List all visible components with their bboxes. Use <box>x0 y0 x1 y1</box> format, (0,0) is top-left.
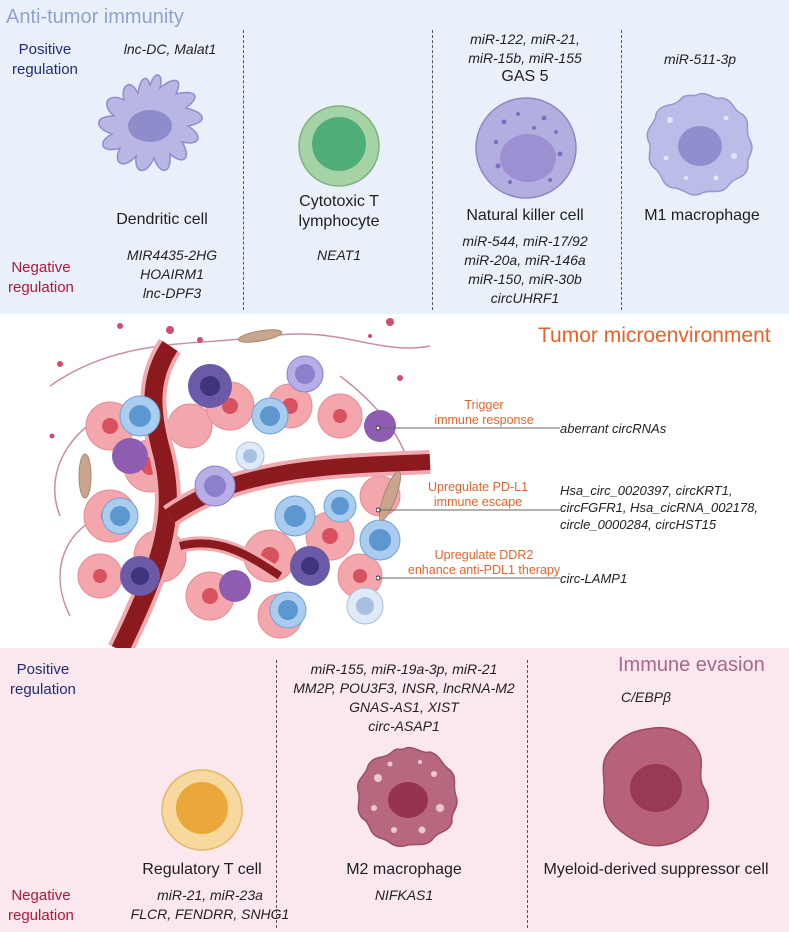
dendritic-positive-regulators: lnc-DC, Malat1 <box>123 41 217 57</box>
cytotoxic-t-lymphocyte-label: Cytotoxic T lymphocyte <box>298 193 380 230</box>
tumor-microenvironment-illustration <box>49 318 431 650</box>
cytotoxic-t-cell-icon <box>298 105 380 187</box>
regulatory-t-cell-label: Regulatory T cell <box>142 861 262 878</box>
nk-positive-regulators: miR-122, miR-21, miR-15b, miR-155 <box>468 31 582 66</box>
bottom-divider-1 <box>276 660 277 928</box>
event-upregulate-ddr2: Upregulate DDR2 enhance anti-PDL1 therap… <box>407 548 561 577</box>
bottom-divider-2 <box>527 660 528 928</box>
bottom-positive-regulation-label: Positive regulation <box>10 661 76 698</box>
dendritic-negative-regulators: MIR4435-2HG HOAIRM1 lnc-DPF3 <box>126 247 218 301</box>
top-positive-regulation-label: Positive regulation <box>12 41 78 78</box>
aberrant-circrnas-label: aberrant circRNAs <box>560 421 667 436</box>
top-divider-3 <box>621 30 622 310</box>
m2-negative-regulators: NIFKAS1 <box>374 887 434 903</box>
cytotoxic-negative-regulators: NEAT1 <box>316 247 362 263</box>
natural-killer-cell-icon <box>475 97 577 199</box>
nk-negative-regulators: miR-544, miR-17/92 miR-20a, miR-146a miR… <box>462 233 588 306</box>
m1-macrophage-label: M1 macrophage <box>644 207 760 224</box>
anti-tumor-immunity-title: Anti-tumor immunity <box>6 6 184 28</box>
m2-positive-regulators: miR-155, miR-19a-3p, miR-21 MM2P, POU3F3… <box>293 661 515 734</box>
bottom-negative-regulation-label: Negative regulation <box>8 887 74 924</box>
event-trigger-immune-response: Trigger immune response <box>434 398 534 427</box>
immune-evasion-title: Immune evasion <box>618 654 765 676</box>
mdsc-label: Myeloid-derived suppressor cell <box>543 861 769 878</box>
pdl1-circrnas-list: Hsa_circ_0020397, circKRT1, circFGFR1, H… <box>560 483 758 532</box>
m1-macrophage-icon <box>646 92 753 196</box>
event-upregulate-pdl1: Upregulate PD-L1 immune escape <box>427 480 529 509</box>
myeloid-derived-suppressor-cell-icon <box>602 726 710 847</box>
annotation-leader-lines <box>376 425 560 581</box>
natural-killer-cell-label: Natural killer cell <box>466 207 584 224</box>
regulatory-t-cell-icon <box>161 769 243 851</box>
m2-macrophage-label: M2 macrophage <box>346 861 462 878</box>
dendritic-cell-icon <box>98 74 203 172</box>
top-negative-regulation-label: Negative regulation <box>8 259 74 296</box>
treg-negative-regulators: miR-21, miR-23a FLCR, FENDRR, SNHG1 <box>130 887 290 922</box>
tumor-microenvironment-title: Tumor microenvironment <box>538 324 771 347</box>
dendritic-cell-label: Dendritic cell <box>116 211 208 228</box>
m1-positive-regulators: miR-511-3p <box>663 51 737 67</box>
top-divider-1 <box>243 30 244 310</box>
circ-lamp1-label: circ-LAMP1 <box>560 571 628 586</box>
top-divider-2 <box>432 30 433 310</box>
nk-gas5-label: GAS 5 <box>501 68 549 85</box>
mdsc-positive-regulators: C/EBPβ <box>620 689 672 705</box>
m2-macrophage-icon <box>357 746 458 848</box>
